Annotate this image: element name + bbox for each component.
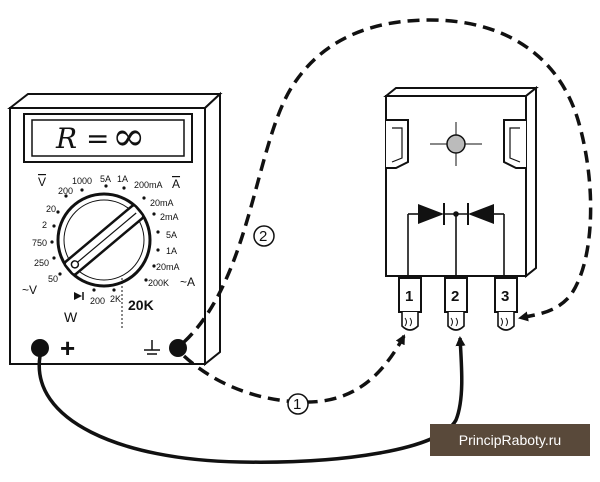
transistor-top-face	[383, 87, 539, 97]
w-label: W	[64, 309, 78, 325]
diode-left-icon	[418, 204, 444, 224]
wire-label-2: 2	[253, 225, 275, 247]
positive-terminal[interactable]	[31, 339, 49, 357]
scale-label: 50	[48, 274, 58, 284]
watermark-logo: PrincipRaboty.ru	[430, 424, 590, 456]
pin-2[interactable]: 2	[444, 277, 468, 331]
pin-1[interactable]: 1	[398, 277, 422, 331]
scale-label: 200	[58, 186, 73, 196]
internal-diodes	[407, 213, 505, 276]
scale-label: 20mA	[156, 262, 180, 272]
infinity-symbol: ∞	[112, 114, 145, 160]
probe-wire-1	[182, 334, 406, 404]
multimeter: R = ∞ V A 200 20 2 750 250 50 ~V 1000 5A…	[7, 91, 223, 367]
scale-label: 200K	[148, 278, 169, 288]
scale-label: 2	[42, 220, 47, 230]
display-readout: R =	[55, 122, 109, 155]
pin-3[interactable]: 3	[494, 277, 518, 331]
multimeter-side-face	[204, 91, 221, 367]
display-screen	[31, 119, 185, 157]
diode-right-icon	[468, 204, 494, 224]
scale-label: 20	[46, 204, 56, 214]
pin-2-label: 2	[451, 288, 459, 305]
multimeter-top-face	[7, 93, 223, 109]
probe-wire-2	[182, 18, 593, 344]
ac-volt-label: ~V	[22, 283, 37, 297]
pin-3-label: 3	[501, 288, 509, 305]
scale-label: 1000	[72, 176, 92, 186]
dial-knob[interactable]	[63, 204, 145, 276]
scale-label: 1A	[166, 246, 177, 256]
scale-label: 200	[90, 296, 105, 306]
scale-label: 2mA	[160, 212, 179, 222]
diode-test-icon	[74, 292, 82, 300]
positive-wire	[37, 336, 466, 464]
left-notch-inner	[391, 127, 403, 163]
scale-label: 20mA	[150, 198, 174, 208]
ac-amp-label: ~A	[180, 275, 195, 289]
ground-symbol	[144, 340, 160, 355]
dc-volt-label: V	[38, 175, 46, 189]
scale-label: 200mA	[134, 180, 163, 190]
scale-label: 750	[32, 238, 47, 248]
scale-label: 250	[34, 258, 49, 268]
svg-text:2: 2	[259, 228, 267, 245]
wire-label-1: 1	[287, 393, 309, 415]
transistor: 1 2 3	[383, 85, 539, 331]
pin-1-label: 1	[405, 288, 413, 305]
svg-text:1: 1	[293, 396, 301, 413]
diode-junction-dot	[453, 211, 459, 217]
dial-pointer-dot	[70, 260, 80, 269]
mounting-hole	[446, 134, 466, 154]
transistor-side-face	[525, 85, 537, 279]
dc-amp-label: A	[172, 177, 180, 191]
selected-range: 20K	[128, 297, 154, 313]
plus-symbol: +	[60, 333, 75, 363]
dial-ticks	[50, 184, 160, 292]
scale-label: 5A	[100, 174, 111, 184]
scale-label: 5A	[166, 230, 177, 240]
scale-label: 1A	[117, 174, 128, 184]
right-notch	[503, 119, 526, 169]
left-notch	[386, 119, 409, 169]
common-terminal[interactable]	[169, 339, 187, 357]
scale-label: 2K	[110, 294, 121, 304]
right-notch-inner	[509, 127, 521, 163]
dial-inner-ring	[63, 199, 145, 281]
